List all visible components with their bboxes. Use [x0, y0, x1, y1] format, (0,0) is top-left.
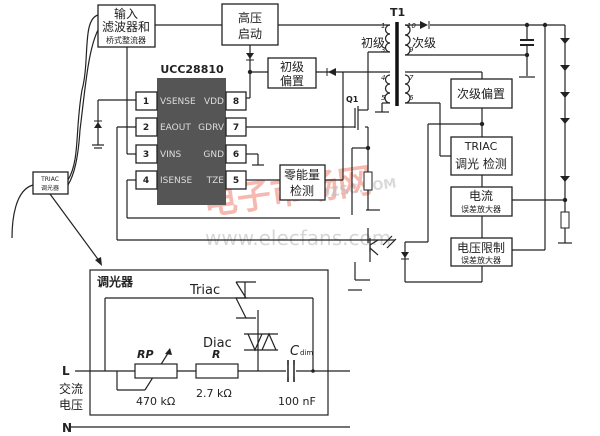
- svg-text:电流: 电流: [469, 189, 493, 203]
- wires: [11, 14, 566, 283]
- secondary-bias-block: [450, 78, 513, 109]
- ground-symbols: [92, 76, 572, 291]
- svg-text:误差放大器: 误差放大器: [461, 255, 501, 265]
- svg-text:6: 6: [233, 150, 239, 160]
- svg-text:10: 10: [407, 22, 416, 30]
- svg-text:GDRV: GDRV: [198, 123, 225, 133]
- rp-label: RP: [137, 348, 154, 361]
- svg-text:输入: 输入: [114, 6, 138, 21]
- dimmer-title: 调光器: [97, 274, 134, 289]
- svg-text:2: 2: [143, 123, 149, 133]
- current-error-amp-block: [450, 186, 513, 217]
- ac-voltage-label-2: 电压: [59, 398, 83, 412]
- svg-text:零能量: 零能量: [284, 168, 320, 182]
- svg-text:TZE: TZE: [206, 176, 225, 186]
- svg-text:GND: GND: [203, 150, 224, 160]
- chip-body: [157, 78, 226, 205]
- triac-dimmer-block: [32, 171, 69, 195]
- cdim-value: 100 nF: [278, 395, 316, 408]
- svg-text:启动: 启动: [238, 27, 262, 41]
- svg-text:EAOUT: EAOUT: [160, 123, 191, 133]
- cdim-label: C: [290, 344, 300, 359]
- cdim-subscript: dim: [300, 349, 313, 357]
- svg-text:5: 5: [233, 176, 239, 186]
- svg-text:5: 5: [381, 94, 386, 102]
- primary-bias-block: [267, 57, 317, 89]
- chip-name: UCC28810: [160, 63, 224, 76]
- mosfet-label: Q1: [346, 95, 359, 104]
- ac-voltage-label-1: 交流: [59, 381, 83, 396]
- svg-text:桥式整流器: 桥式整流器: [106, 35, 146, 45]
- mosfet-q1: [345, 106, 359, 130]
- input-filter-block: [97, 4, 156, 48]
- chip-pins: 1 2 3 4 8 7 6 5 VSENSE EAOUT VINS ISENSE…: [135, 91, 247, 190]
- svg-text:8: 8: [233, 97, 239, 107]
- svg-text:4: 4: [381, 74, 385, 82]
- watermark-elecfans: www.elecfans.com: [205, 226, 391, 250]
- optocoupler: [369, 235, 397, 256]
- svg-text:初级: 初级: [280, 60, 304, 74]
- svg-text:次级偏置: 次级偏置: [457, 86, 505, 101]
- dimmer-detail: [70, 269, 350, 428]
- primary-label: 初级: [361, 36, 385, 50]
- svg-text:VDD: VDD: [204, 97, 224, 107]
- transformer-label: T1: [390, 6, 405, 19]
- diodes: [94, 21, 430, 260]
- svg-text:检测: 检测: [290, 183, 314, 198]
- svg-text:滤波器和: 滤波器和: [102, 20, 150, 34]
- svg-text:1: 1: [381, 22, 385, 30]
- transformer-pin-numbers: 1 3 4 5 10 9 7 6: [381, 22, 416, 102]
- voltage-limit-error-amp-block: [450, 237, 513, 267]
- triac-detect-block: [450, 136, 513, 176]
- svg-text:6: 6: [409, 94, 414, 102]
- line-l-label: L: [62, 364, 70, 378]
- diac-label: Diac: [203, 336, 232, 351]
- secondary-label: 次级: [412, 36, 436, 50]
- svg-text:高压: 高压: [238, 10, 262, 25]
- svg-text:TRIAC: TRIAC: [40, 176, 59, 183]
- svg-text:电压限制: 电压限制: [457, 241, 505, 255]
- svg-text:调光 检测: 调光 检测: [455, 156, 507, 171]
- svg-text:9: 9: [409, 46, 414, 54]
- svg-text:1: 1: [143, 97, 149, 107]
- r-value: 2.7 kΩ: [196, 387, 232, 400]
- line-n-label: N: [62, 421, 72, 435]
- triac-label: Triac: [189, 283, 220, 298]
- junction-dots: [247, 22, 568, 203]
- r-label: R: [212, 348, 220, 361]
- svg-text:7: 7: [409, 74, 414, 82]
- svg-text:3: 3: [143, 150, 149, 160]
- svg-text:误差放大器: 误差放大器: [461, 204, 501, 214]
- svg-text:7: 7: [233, 123, 239, 133]
- hv-start-block: [221, 3, 279, 46]
- rp-value: 470 kΩ: [136, 395, 175, 408]
- svg-text:调光器: 调光器: [41, 184, 59, 192]
- transformer-coils: [384, 24, 411, 104]
- svg-text:3: 3: [381, 46, 385, 54]
- svg-text:VSENSE: VSENSE: [160, 97, 196, 107]
- svg-text:VINS: VINS: [160, 150, 182, 160]
- zero-energy-detect-block: [279, 164, 326, 201]
- svg-text:4: 4: [143, 176, 149, 186]
- svg-text:TRIAC: TRIAC: [464, 140, 498, 153]
- svg-text:ISENSE: ISENSE: [160, 176, 192, 186]
- led-string: [560, 38, 570, 229]
- svg-text:偏置: 偏置: [280, 73, 304, 88]
